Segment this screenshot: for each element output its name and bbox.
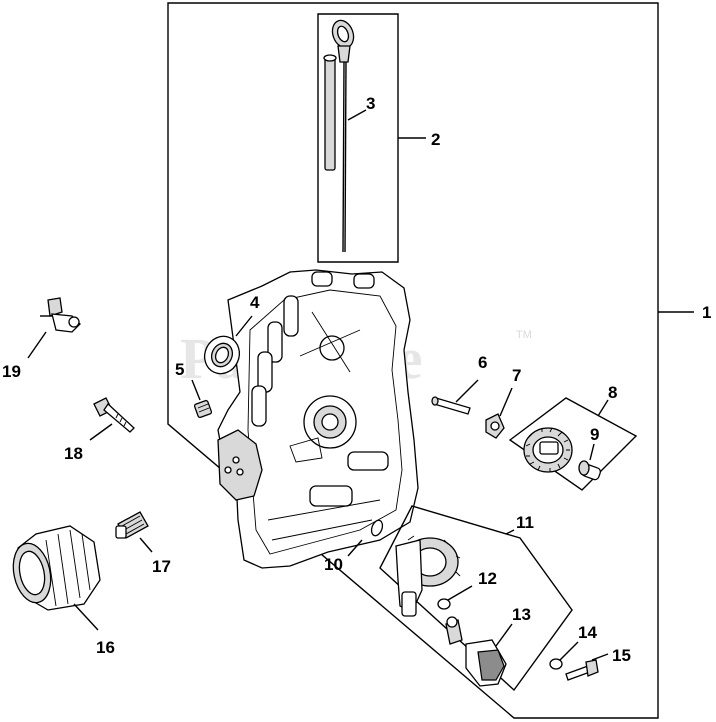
dowel-pin [431, 396, 471, 415]
washer [549, 658, 563, 670]
governor-gear-group-bracket [508, 397, 638, 491]
callout-16: 16 [96, 638, 115, 657]
callout-18: 18 [64, 444, 83, 463]
callout-14: 14 [578, 623, 597, 642]
callout-8: 8 [608, 383, 617, 402]
callout-1: 1 [702, 303, 711, 322]
leader-13 [495, 623, 513, 647]
assembly-boundary [167, 2, 659, 719]
leader-12 [447, 585, 473, 601]
oil-filter [12, 525, 101, 611]
callout-10: 10 [324, 555, 343, 574]
governor-shaft [578, 460, 602, 481]
leader-9 [589, 443, 595, 461]
callout-11: 11 [516, 513, 534, 532]
oil-pressure-sensor [445, 616, 507, 687]
leader-5 [191, 379, 201, 401]
leader-8 [597, 399, 609, 417]
leader-18 [89, 423, 113, 441]
bolt [93, 397, 135, 433]
callout-5: 5 [175, 360, 184, 379]
leader-14 [559, 641, 579, 661]
leader-7 [499, 387, 513, 417]
callout-15: 15 [612, 646, 631, 665]
callout-4: 4 [250, 293, 260, 312]
dipstick-group-bracket [317, 13, 399, 263]
crankcase-cover [217, 269, 419, 569]
callout-19: 19 [2, 362, 21, 381]
callout-17: 17 [152, 557, 171, 576]
leader-6 [455, 379, 479, 403]
leader-17 [139, 537, 153, 553]
governor-gear [523, 427, 573, 473]
leader-10 [347, 539, 363, 557]
retaining-clip [485, 413, 505, 439]
leader-16 [73, 603, 99, 631]
leader-4 [235, 315, 253, 337]
callout-6: 6 [478, 353, 487, 372]
pipe-plug [193, 399, 213, 419]
oil-seal [203, 335, 241, 375]
callout-13: 13 [512, 605, 531, 624]
o-ring [370, 519, 384, 537]
callout-2: 2 [431, 130, 440, 149]
leader-3 [347, 109, 367, 121]
drain-plug [115, 511, 149, 539]
hex-screw [565, 659, 599, 681]
oil-sensor-switch [40, 297, 81, 333]
leader-11 [505, 529, 515, 535]
leader-15 [591, 653, 609, 661]
dipstick [323, 19, 355, 253]
callout-3: 3 [366, 94, 375, 113]
pump-o-ring [437, 598, 451, 610]
leader-19 [27, 331, 47, 359]
watermark-trademark: TM [516, 329, 532, 341]
callout-7: 7 [512, 366, 521, 385]
oil-pump-assembly [395, 535, 461, 617]
callout-9: 9 [590, 425, 599, 444]
callout-12: 12 [478, 569, 497, 588]
